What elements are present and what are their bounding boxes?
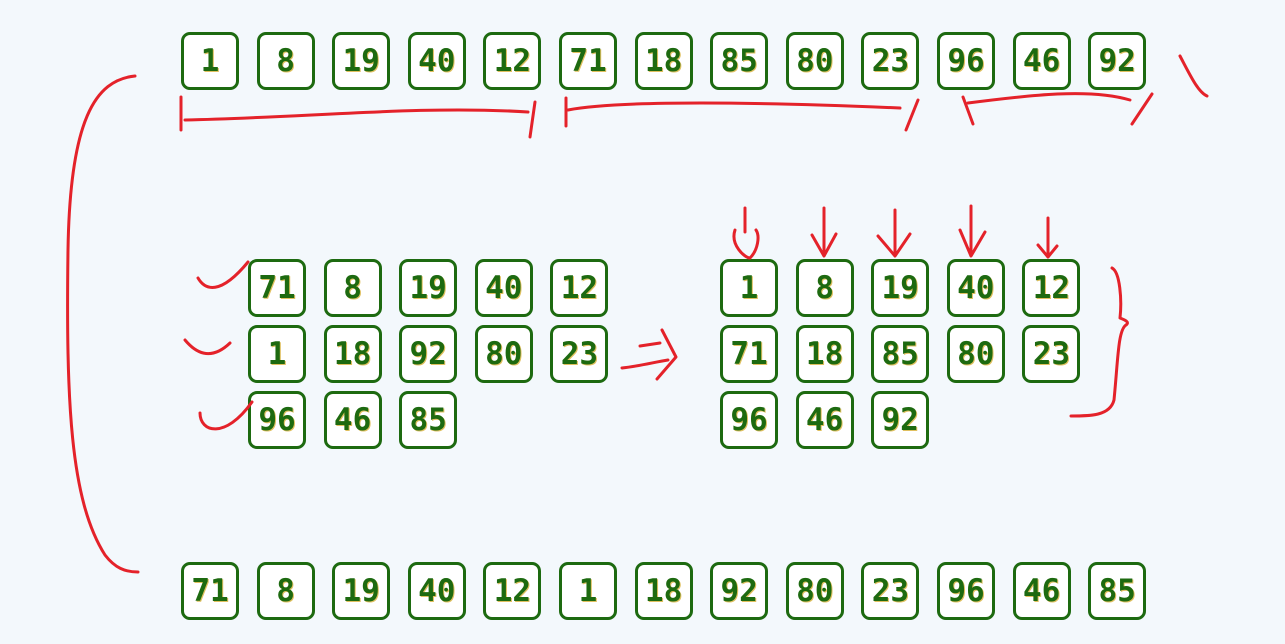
number-box: 96 — [248, 391, 306, 449]
column-arrow-4 — [958, 204, 987, 258]
number-box: 85 — [710, 32, 769, 90]
number-box: 80 — [785, 562, 844, 620]
number-box: 19 — [332, 32, 391, 90]
number-box: 12 — [483, 32, 542, 90]
row-check-1 — [196, 260, 250, 289]
number-box: 71 — [720, 325, 778, 383]
number-box: 92 — [871, 391, 930, 449]
number-box: 71 — [181, 562, 239, 620]
number-box: 19 — [399, 259, 458, 317]
number-box: 23 — [861, 562, 920, 620]
number-box: 46 — [323, 391, 382, 449]
number-box: 8 — [795, 259, 854, 317]
number-box: 46 — [1012, 562, 1071, 620]
row-check-3 — [198, 400, 254, 431]
number-box: 1 — [720, 259, 778, 317]
number-box: 19 — [332, 562, 391, 620]
number-box: 85 — [399, 391, 458, 449]
number-box: 71 — [559, 32, 617, 90]
left-brace — [66, 74, 140, 574]
number-box: 12 — [1022, 259, 1081, 317]
number-box: 8 — [256, 32, 315, 90]
number-box: 92 — [399, 325, 458, 383]
number-box: 46 — [1012, 32, 1071, 90]
number-box: 12 — [483, 562, 542, 620]
number-box: 18 — [795, 325, 854, 383]
number-box: 23 — [861, 32, 920, 90]
number-box: 96 — [937, 32, 995, 90]
number-box: 19 — [871, 259, 930, 317]
number-box: 1 — [248, 325, 306, 383]
number-box: 23 — [550, 325, 609, 383]
number-box: 92 — [710, 562, 769, 620]
number-box: 40 — [474, 259, 533, 317]
group-bracket-2 — [564, 96, 920, 132]
row-check-2 — [183, 338, 232, 356]
number-box: 40 — [946, 259, 1005, 317]
number-box: 8 — [256, 562, 315, 620]
column-arrow-3 — [876, 208, 912, 258]
number-box: 92 — [1088, 32, 1147, 90]
number-box: 8 — [323, 259, 382, 317]
number-box: 18 — [634, 562, 693, 620]
number-box: 80 — [474, 325, 533, 383]
number-box: 46 — [795, 391, 854, 449]
number-box: 40 — [407, 562, 466, 620]
number-box: 85 — [1088, 562, 1147, 620]
number-box: 71 — [248, 259, 306, 317]
number-box: 12 — [550, 259, 609, 317]
group-bracket-3 — [961, 54, 1209, 126]
number-box: 80 — [946, 325, 1005, 383]
number-box: 96 — [720, 391, 778, 449]
number-box: 80 — [785, 32, 844, 90]
column-arrow-1 — [732, 206, 760, 260]
number-box: 18 — [634, 32, 693, 90]
number-box: 1 — [559, 562, 617, 620]
column-arrow-5 — [1036, 216, 1059, 259]
number-box: 96 — [937, 562, 995, 620]
number-box: 1 — [181, 32, 239, 90]
number-box: 85 — [871, 325, 930, 383]
number-box: 23 — [1022, 325, 1081, 383]
number-box: 18 — [323, 325, 382, 383]
column-arrow-2 — [810, 206, 838, 258]
group-bracket-1 — [179, 95, 537, 139]
transform-arrow — [620, 328, 678, 381]
number-box: 40 — [407, 32, 466, 90]
